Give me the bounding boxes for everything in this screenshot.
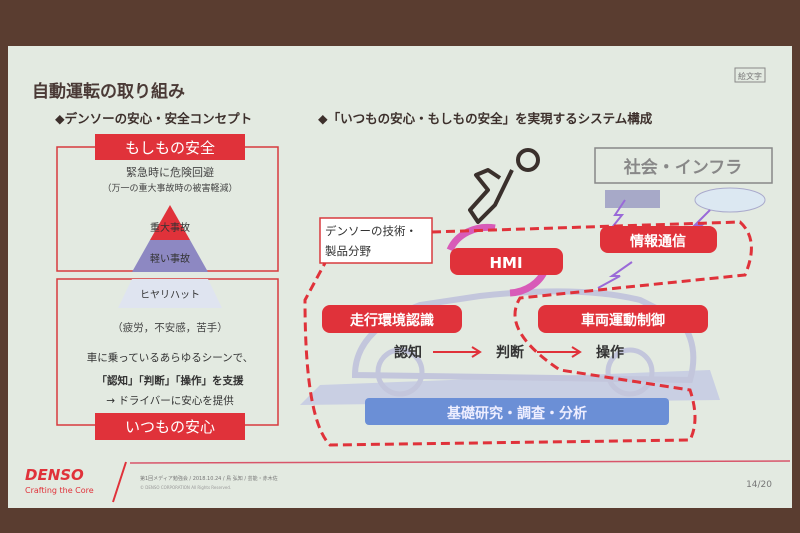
footer-meta: 第1回メディア勉強会 / 2018.10.24 / 鳥 弘知 / 芸能・赤木佐: [140, 475, 278, 482]
footer-rule: [129, 460, 791, 464]
right-heading: ◆「いつもの安心・もしもの安全」を実現するシステム構成: [318, 111, 653, 126]
flow-operate: 操作: [596, 344, 624, 361]
emergency-label: もしもの安全: [125, 139, 215, 157]
hmi-box: [450, 248, 563, 275]
vehicle-control-box: [538, 305, 708, 333]
domain-dashed-boundary: [303, 220, 753, 447]
pyramid-top: [150, 205, 190, 240]
research-label: 基礎研究・調査・分析: [447, 405, 587, 422]
everyday-label: いつもの安心: [125, 418, 215, 436]
footer-slash: [112, 461, 127, 503]
car-wheel-front-icon: [375, 347, 425, 397]
desc-line3: → ドライバーに安心を提供: [106, 394, 234, 407]
slide-title: 自動運転の取り組み: [32, 81, 185, 102]
car-outline-icon: [351, 288, 697, 384]
signal-bolt-icon: [597, 261, 633, 289]
footer-copyright: © DENSO CORPORATION All Rights Reserved.: [140, 485, 231, 490]
signal-bolt-icon: [609, 199, 626, 231]
driver-icon: [468, 148, 540, 224]
left-heading: ◆デンソーの安心・安全コンセプト: [55, 111, 252, 126]
arrow-right-icon: [537, 346, 582, 358]
pyramid-label-minor: 軽い事故: [150, 252, 190, 265]
denso-logo: DENSO: [25, 466, 84, 484]
denso-tagline: Crafting the Core: [25, 486, 94, 495]
desc-line1: 車に乗っているあらゆるシーンで、: [87, 351, 254, 364]
flow-recognize: 認知: [394, 344, 422, 361]
emergency-label-bg: [95, 134, 245, 160]
domain-line2: 製品分野: [325, 244, 371, 258]
tag-label: 絵文字: [738, 71, 762, 81]
env-recognition-label: 走行環境認識: [350, 312, 434, 329]
desc-line2: 「認知」「判断」「操作」を支援: [97, 374, 244, 387]
domain-line1: デンソーの技術・: [325, 224, 417, 238]
flow-judge: 判断: [496, 344, 524, 361]
vehicle-control-label: 車両運動制御: [581, 312, 665, 329]
emergency-line2: （万一の重大事故時の被害軽減）: [102, 182, 237, 194]
comm-box: [600, 226, 717, 253]
emergency-line1: 緊急時に危険回避: [126, 165, 214, 179]
env-recognition-box: [322, 305, 462, 333]
pyramid-label-serious: 重大事故: [150, 221, 190, 234]
everyday-label-bg: [95, 413, 245, 440]
page-number: 14/20: [746, 480, 772, 490]
cloud-icon: [694, 187, 766, 213]
pyramid-base: [118, 279, 222, 308]
car-wheel-rear-icon: [605, 347, 655, 397]
infra-label: 社会・インフラ: [623, 157, 743, 178]
tag-box: [734, 67, 766, 83]
map-icon: [605, 190, 660, 208]
hmi-label: HMI: [489, 254, 522, 272]
research-box: [365, 398, 669, 425]
comm-label: 情報通信: [630, 233, 686, 250]
domain-box: [319, 217, 433, 264]
pyramid-middle: [132, 240, 208, 272]
arrow-right-icon: [433, 346, 482, 358]
infra-box: [594, 147, 773, 184]
pyramid-label-near-miss: ヒヤリハット: [140, 289, 200, 301]
factors-text: （疲労，不安感，苦手）: [112, 321, 228, 334]
